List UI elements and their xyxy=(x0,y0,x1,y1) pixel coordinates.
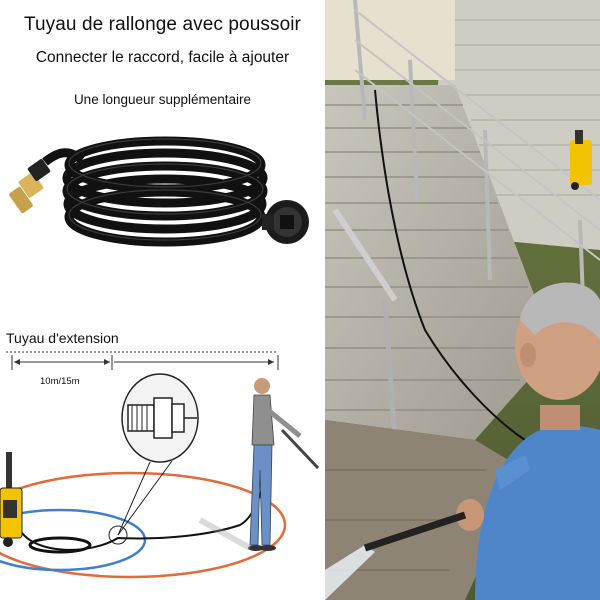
length-label: 10m/15m xyxy=(40,376,80,387)
man-worker-icon xyxy=(456,282,600,600)
product-subtitle: Connecter le raccord, facile à ajouter xyxy=(35,49,290,66)
pressure-washer-photo-icon xyxy=(570,130,592,190)
brass-connector-icon xyxy=(9,159,51,214)
hose-coil-icon xyxy=(0,136,320,579)
magnifier-icon xyxy=(117,373,199,536)
product-title: Tuyau de rallonge avec poussoir xyxy=(23,14,301,35)
worker-figure-icon xyxy=(198,378,320,551)
pressure-washer-icon xyxy=(0,452,23,547)
extension-label: Tuyau d'extension xyxy=(6,330,119,346)
product-info-panel: Tuyau de rallonge avec poussoir Connecte… xyxy=(0,14,320,579)
usage-photo-illustration xyxy=(325,0,600,600)
product-tagline: Une longueur supplémentaire xyxy=(73,92,252,107)
hose-coupler-icon xyxy=(262,200,309,244)
usage-photo xyxy=(325,0,600,600)
